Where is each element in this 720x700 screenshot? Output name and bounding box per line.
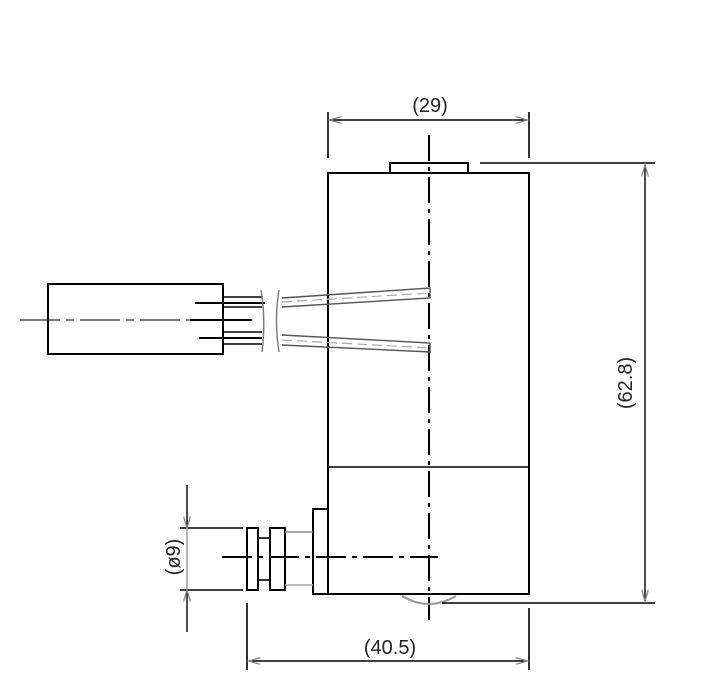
fitting	[246, 508, 329, 595]
dimension-height: (62.8)	[615, 165, 645, 601]
dimension-bottom-width: (40.5)	[246, 603, 530, 670]
fitting-neck	[257, 537, 271, 581]
cable-top	[281, 287, 431, 308]
dimension-fitting-diameter: (ø9)	[163, 485, 243, 632]
centerlines	[20, 135, 438, 620]
cables	[281, 287, 431, 353]
body-outline	[327, 172, 530, 595]
bottom-dimple	[401, 595, 457, 605]
dimension-label-height: (62.8)	[615, 357, 637, 409]
main-body	[327, 162, 655, 595]
dimension-label-fitting-diameter: (ø9)	[163, 539, 185, 576]
fitting-ring-2	[269, 527, 286, 591]
top-cap	[389, 162, 469, 173]
dimension-top-width: (29)	[327, 95, 530, 158]
dimension-label-bottom-width: (40.5)	[364, 637, 416, 659]
fitting-flange	[312, 508, 329, 595]
connector	[47, 283, 280, 355]
fitting-ring-1	[246, 527, 259, 591]
cable-bottom	[281, 334, 431, 353]
dimension-label-top-width: (29)	[412, 95, 448, 117]
